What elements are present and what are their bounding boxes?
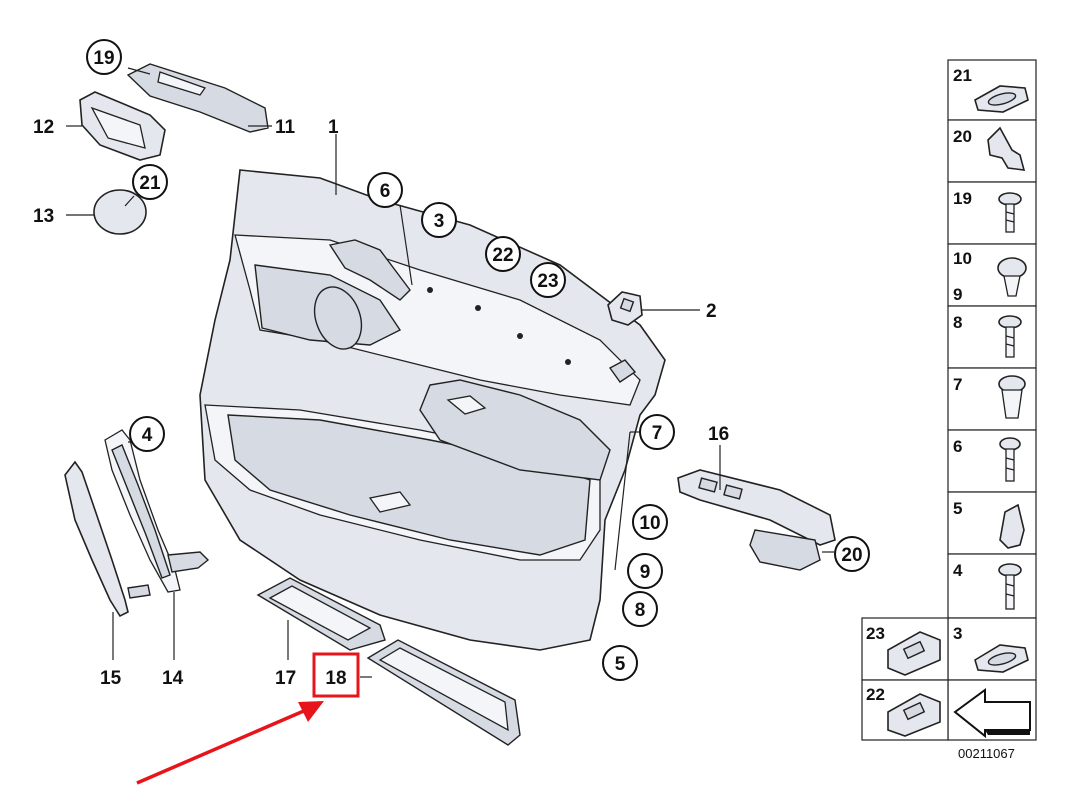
- door-trim-panel: [199, 169, 666, 651]
- direction-arrow-icon: [953, 688, 1031, 739]
- svg-text:21: 21: [139, 173, 161, 194]
- bracket-icon: [887, 693, 941, 737]
- svg-text:5: 5: [953, 499, 962, 518]
- svg-text:21: 21: [953, 66, 972, 85]
- reference-number: 00211067: [958, 746, 1015, 761]
- inner-handle-12: [79, 91, 166, 161]
- svg-text:3: 3: [434, 211, 445, 232]
- svg-text:7: 7: [652, 423, 663, 444]
- svg-text:8: 8: [953, 313, 962, 332]
- svg-text:9: 9: [640, 562, 651, 583]
- callout-18-highlight: 18: [312, 652, 360, 698]
- hardware-table: 21 20 19 10 9 8 7 6 5 4 3 23 22: [861, 59, 1037, 761]
- svg-text:8: 8: [635, 600, 646, 621]
- svg-text:19: 19: [93, 48, 114, 69]
- callout-9: 9: [627, 553, 663, 589]
- callout-15: 15: [100, 668, 122, 689]
- pocket-insert-18: [366, 639, 521, 746]
- callout-7: 7: [639, 414, 675, 450]
- callout-23: 23: [530, 262, 566, 298]
- callout-17: 17: [275, 668, 296, 689]
- svg-text:9: 9: [953, 285, 962, 304]
- door-opener-bracket: [126, 63, 269, 133]
- bracket-clip-icon: [987, 126, 1026, 171]
- svg-text:3: 3: [953, 624, 962, 643]
- callout-22: 22: [485, 236, 521, 272]
- callout-5: 5: [602, 645, 638, 681]
- screw-icon: [998, 192, 1022, 233]
- callout-10: 10: [632, 504, 668, 540]
- svg-text:7: 7: [953, 375, 962, 394]
- clip-2: [607, 291, 643, 326]
- callout-2: 2: [706, 301, 717, 322]
- expanding-rivet-icon: [997, 257, 1027, 297]
- screw-icon: [998, 563, 1022, 610]
- svg-text:19: 19: [953, 189, 972, 208]
- callout-12: 12: [33, 117, 54, 138]
- svg-text:18: 18: [325, 668, 346, 689]
- svg-text:20: 20: [953, 127, 972, 146]
- callout-6: 6: [367, 172, 403, 208]
- screw-icon: [999, 437, 1021, 482]
- svg-text:20: 20: [841, 545, 862, 566]
- callout-1: 1: [328, 117, 339, 138]
- pull-handle: [64, 460, 129, 618]
- svg-text:6: 6: [380, 181, 391, 202]
- clip-oval-icon: [974, 85, 1029, 113]
- bracket-icon: [887, 631, 941, 676]
- callout-14: 14: [162, 668, 184, 689]
- svg-text:4: 4: [953, 561, 963, 580]
- svg-text:23: 23: [866, 624, 885, 643]
- svg-text:6: 6: [953, 437, 962, 456]
- cover-cap-13: [93, 189, 147, 235]
- clip-oval-icon: [974, 644, 1029, 673]
- callout-19: 19: [86, 39, 122, 75]
- svg-text:22: 22: [492, 245, 513, 266]
- svg-text:10: 10: [953, 249, 972, 268]
- push-rivet-icon: [998, 375, 1026, 419]
- handle-carrier: [104, 429, 210, 599]
- screw-icon: [998, 315, 1022, 358]
- leader-lines: [66, 67, 834, 678]
- callout-11: 11: [275, 117, 296, 138]
- svg-text:4: 4: [142, 425, 153, 446]
- svg-text:5: 5: [615, 654, 626, 675]
- callout-8: 8: [622, 591, 658, 627]
- svg-text:23: 23: [537, 271, 558, 292]
- callout-20: 20: [834, 536, 870, 572]
- callout-4: 4: [129, 416, 165, 452]
- svg-text:22: 22: [866, 685, 885, 704]
- clip-icon: [999, 503, 1025, 549]
- switch-panel: [677, 469, 836, 571]
- callout-16: 16: [708, 424, 729, 445]
- callout-13: 13: [33, 206, 54, 227]
- callout-21: 21: [132, 164, 168, 200]
- svg-text:10: 10: [639, 513, 660, 534]
- pocket-insert-17: [256, 577, 386, 651]
- highlight-arrow: [136, 701, 324, 785]
- callout-3: 3: [421, 202, 457, 238]
